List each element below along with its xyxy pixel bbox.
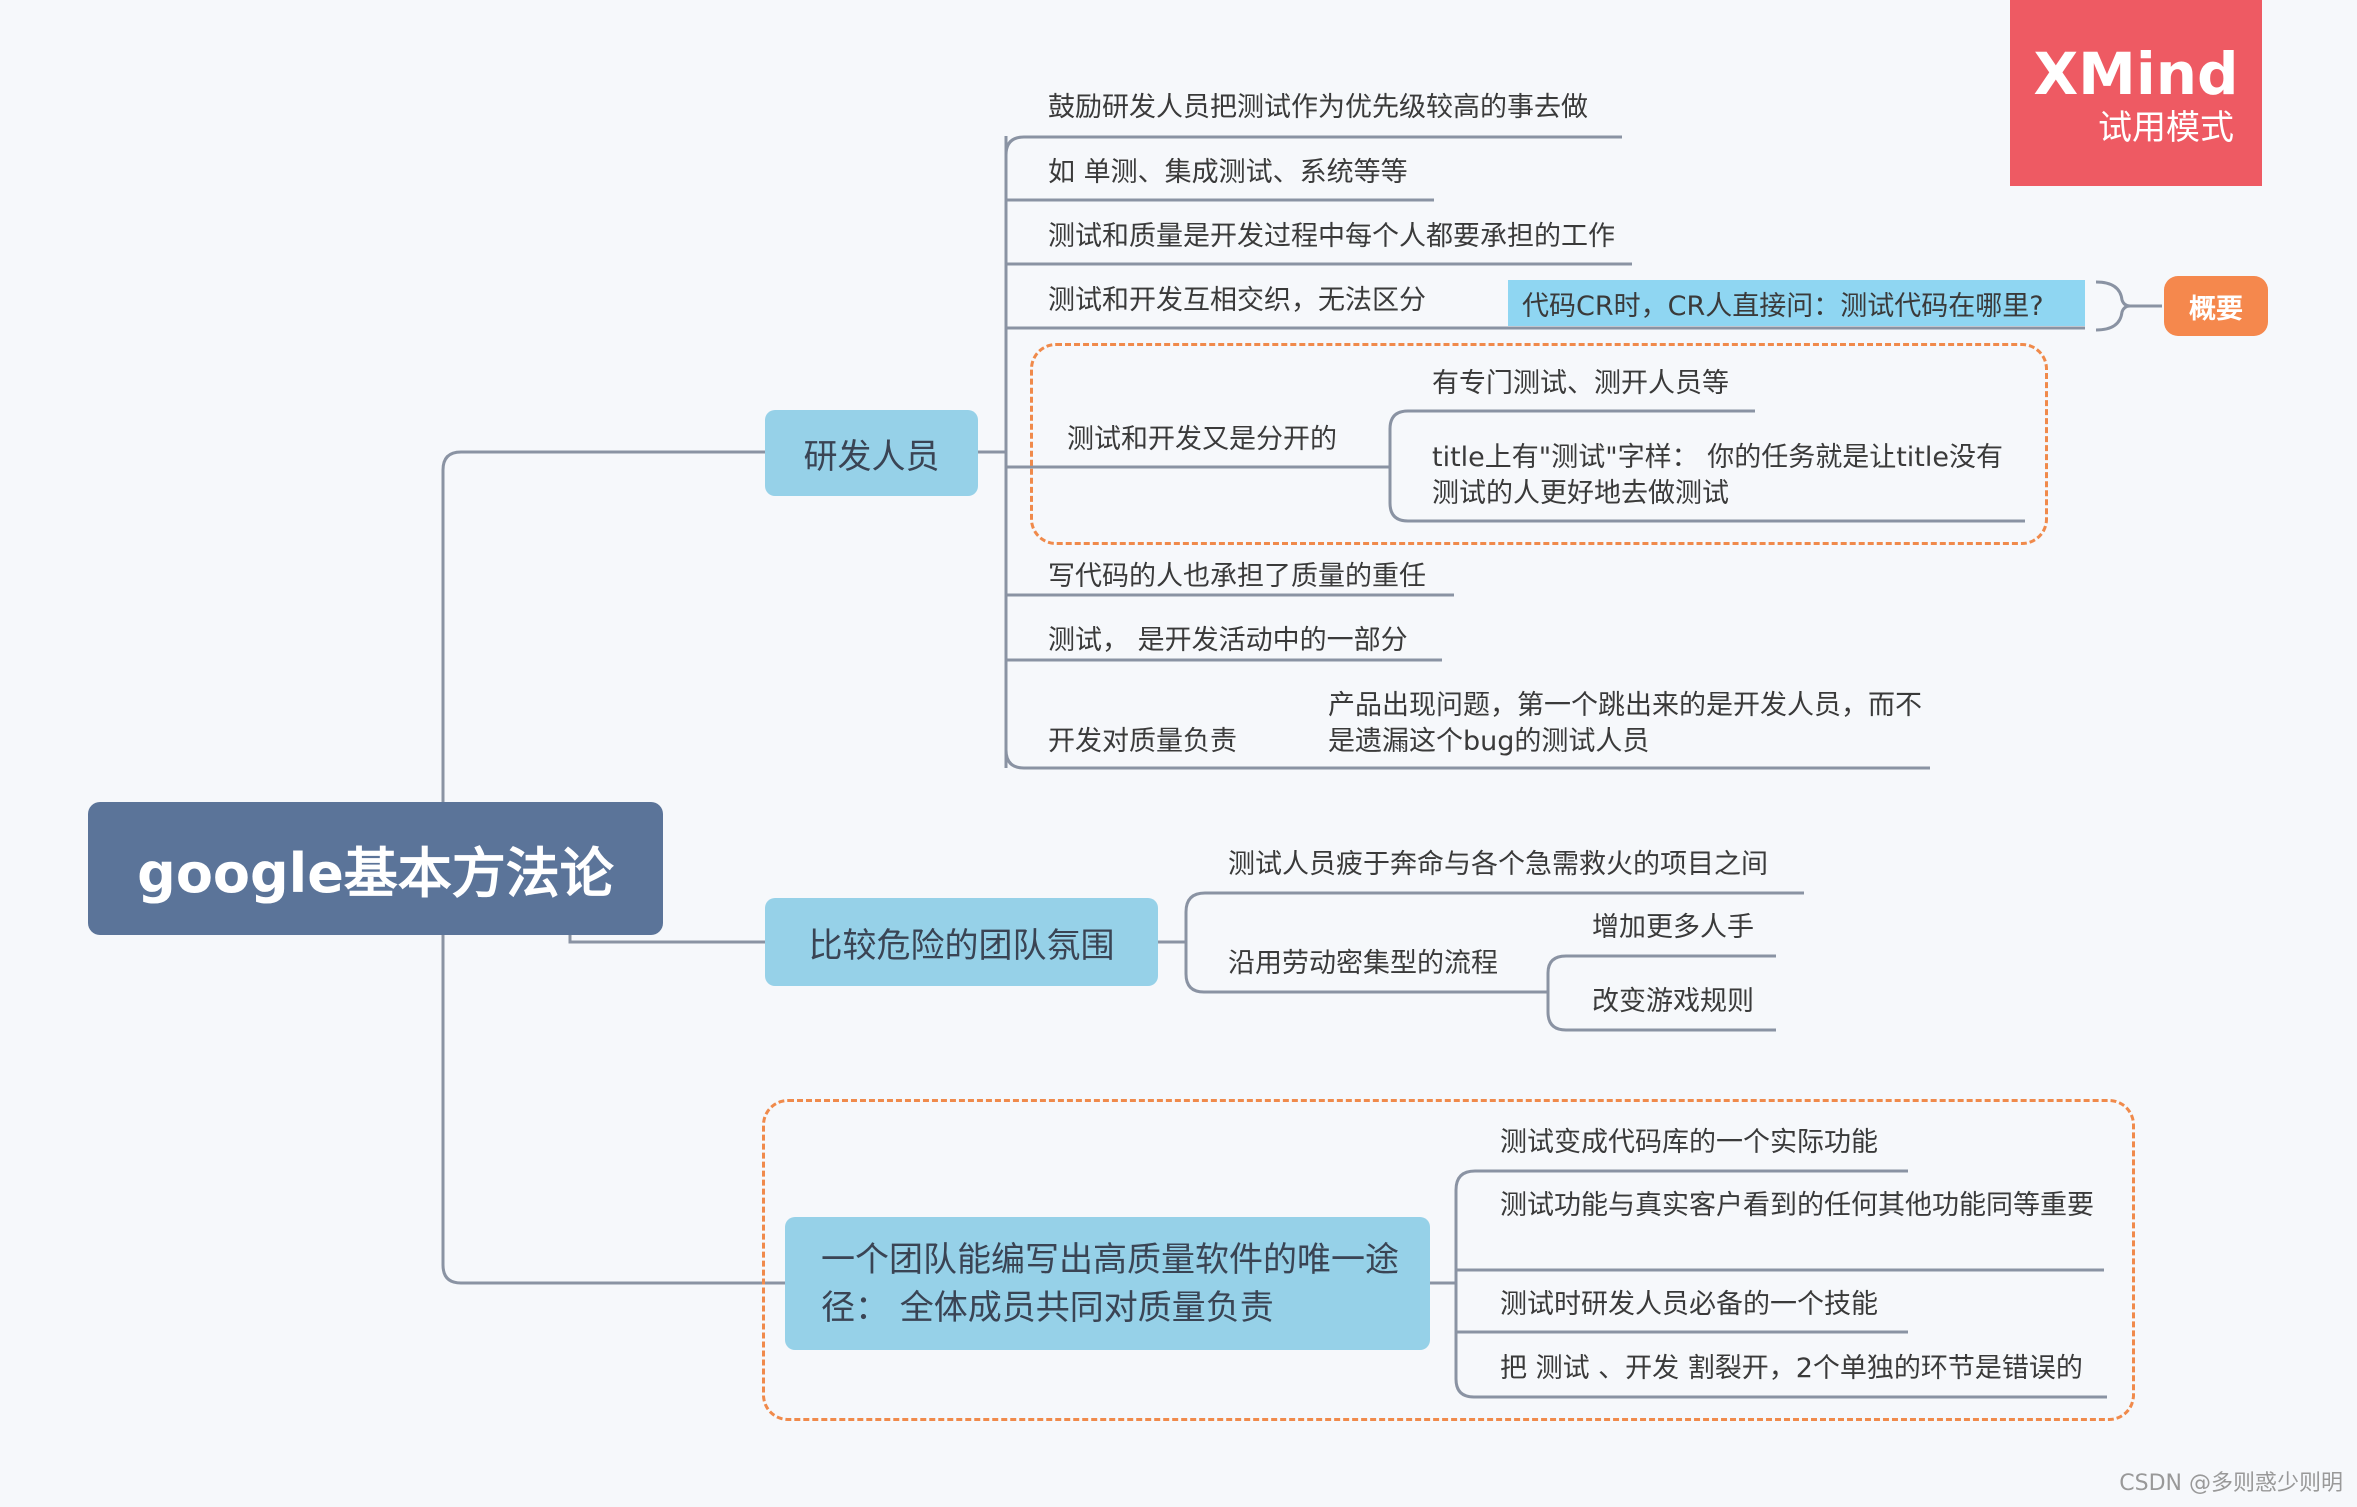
boundary-dev-separate [1030,343,2048,545]
summary-label[interactable]: 概要 [2164,276,2268,336]
topic-dev-5-sub-2[interactable]: title上有"测试"字样： 你的任务就是让title没有测试的人更好地去做测试 [1432,442,2003,509]
topic-dev-5[interactable]: 测试和开发又是分开的 [1067,424,1337,455]
topic-danger-1[interactable]: 测试人员疲于奔命与各个急需救火的项目之间 [1228,849,1768,880]
topic-dev-8[interactable]: 开发对质量负责 [1048,726,1237,757]
xmind-trial-logo: XMind 试用模式 [2010,0,2262,186]
csdn-watermark: CSDN @多则惑少则明 [2119,1471,2343,1496]
main-topic-only-way[interactable]: 一个团队能编写出高质量软件的唯一途径： 全体成员共同对质量负责 [785,1217,1430,1350]
topic-only-2[interactable]: 测试功能与真实客户看到的任何其他功能同等重要 [1500,1190,2094,1221]
logo-mode: 试用模式 [2098,108,2234,148]
topic-dev-3[interactable]: 测试和质量是开发过程中每个人都要承担的工作 [1048,221,1615,252]
central-topic[interactable]: google基本方法论 [88,802,663,935]
topic-dev-5-sub-1[interactable]: 有专门测试、测开人员等 [1432,368,1729,399]
boundary-only-way [762,1099,2135,1421]
topic-dev-8-sub[interactable]: 产品出现问题，第一个跳出来的是开发人员，而不是遗漏这个bug的测试人员 [1328,690,1922,757]
topic-danger-2-sub-1[interactable]: 增加更多人手 [1592,912,1754,943]
topic-dev-1[interactable]: 鼓励研发人员把测试作为优先级较高的事去做 [1048,92,1588,123]
topic-only-1[interactable]: 测试变成代码库的一个实际功能 [1500,1127,1878,1158]
topic-dev-7[interactable]: 测试， 是开发活动中的一部分 [1048,625,1408,656]
topic-only-3[interactable]: 测试时研发人员必备的一个技能 [1500,1289,1878,1320]
topic-danger-2[interactable]: 沿用劳动密集型的流程 [1228,948,1498,979]
topic-dev-4-sub[interactable]: 代码CR时，CR人直接问：测试代码在哪里? [1508,280,2085,326]
topic-only-4[interactable]: 把 测试 、开发 割裂开，2个单独的环节是错误的 [1500,1353,2083,1384]
main-topic-danger[interactable]: 比较危险的团队氛围 [765,898,1158,986]
topic-dev-4[interactable]: 测试和开发互相交织，无法区分 [1048,285,1426,316]
topic-danger-2-sub-2[interactable]: 改变游戏规则 [1592,986,1754,1017]
main-topic-dev[interactable]: 研发人员 [765,410,978,496]
topic-dev-6[interactable]: 写代码的人也承担了质量的重任 [1048,561,1426,592]
topic-dev-2[interactable]: 如 单测、集成测试、系统等等 [1048,157,1408,188]
logo-brand: XMind [2033,40,2239,108]
